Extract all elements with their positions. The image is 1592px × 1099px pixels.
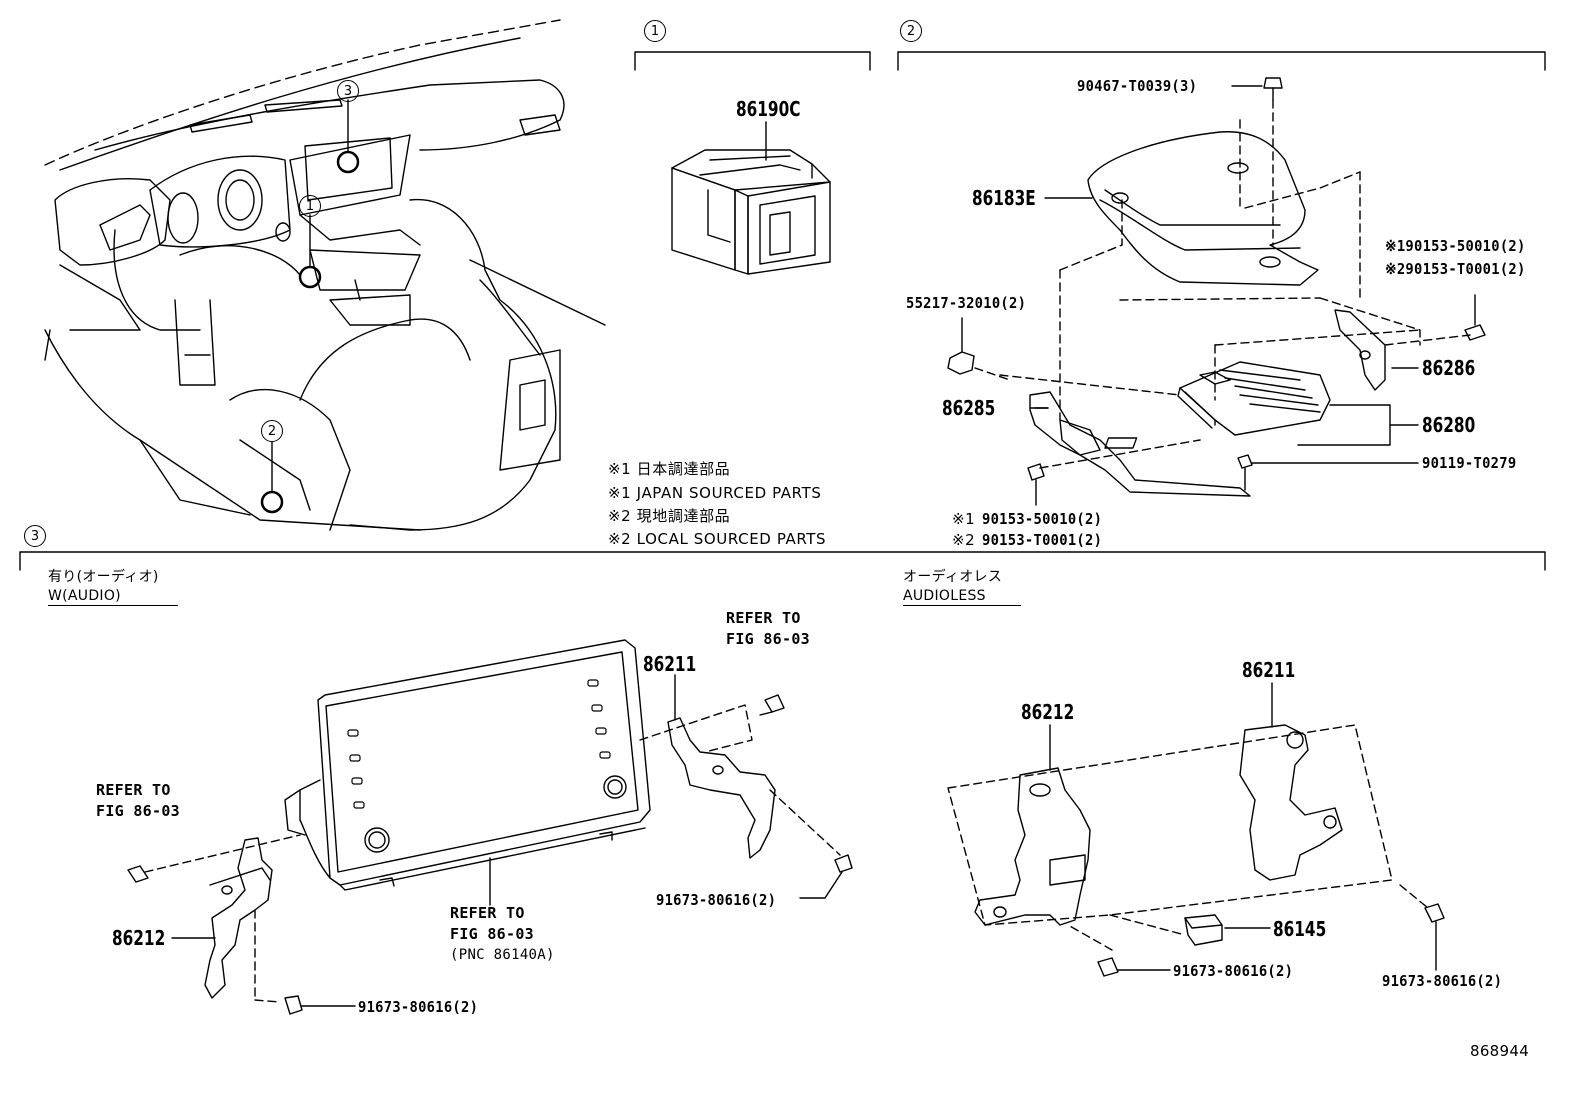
part-label-bolt-right-audioless: 91673-80616(2): [1382, 972, 1503, 990]
part-label-screw-right-1: ※190153-50010(2): [1385, 237, 1526, 255]
part-label-screw-small: 90119-T0279: [1422, 454, 1517, 472]
overview-callout-3: 3: [337, 80, 359, 102]
refer-left-line-2: FIG 86-03: [96, 802, 180, 820]
section-1-number: 1: [644, 20, 666, 42]
illustration-number: 868944: [1470, 1042, 1530, 1060]
part-label-86211-audioless: 86211: [1242, 658, 1296, 682]
part-label-cover: 86183E: [972, 186, 1036, 210]
module-assembly-illustration: [947, 77, 1486, 506]
part-label-86190C: 86190C: [736, 97, 801, 121]
part-label-bolt-left-audio: 91673-80616(2): [358, 998, 479, 1016]
section-3-frame: [19, 551, 1546, 571]
note-line-1: ※1 日本調達部品: [608, 460, 731, 478]
overview-callout-1: 1: [299, 195, 321, 217]
part-label-bolt-left-audioless: 91673-80616(2): [1173, 962, 1294, 980]
part-label-bolt-right-audio: 91673-80616(2): [656, 891, 777, 909]
audioless-bracket-assembly: [947, 682, 1445, 977]
refer-left-line-1: REFER TO: [96, 781, 171, 799]
part-label-bolt-top: 90467-T0039(3): [1077, 77, 1198, 95]
part-label-screw-bottom-2: 90153-T0001(2): [982, 531, 1103, 549]
refer-center-line-3: (PNC 86140A): [450, 947, 555, 963]
refer-top-line-1: REFER TO: [726, 609, 801, 627]
section-2-frame: [897, 51, 1546, 71]
note-line-3: ※2 現地調達部品: [608, 507, 731, 525]
heading-audioless-jp: オーディオレス: [903, 569, 1003, 585]
heading-audioless-en: AUDIOLESS: [903, 588, 1021, 606]
part-label-screw-right-2: ※290153-T0001(2): [1385, 260, 1526, 278]
part-label-screw-bottom-1: 90153-50010(2): [982, 510, 1103, 528]
refer-center-line-1: REFER TO: [450, 904, 525, 922]
part-label-86145: 86145: [1273, 917, 1327, 941]
part-label-86211-audio: 86211: [643, 652, 697, 676]
refer-center-line-2: FIG 86-03: [450, 925, 534, 943]
heading-audio-jp: 有り(オーディオ): [48, 569, 159, 585]
right-bracket-86211-audio: [639, 674, 853, 899]
switch-86190C-illustration: [671, 121, 831, 275]
part-label-86212-audio: 86212: [112, 926, 166, 950]
part-label-bracket-left: 86285: [942, 396, 996, 420]
part-mark-screw-bottom-1: ※1: [952, 510, 976, 528]
part-label-module: 86280: [1422, 413, 1476, 437]
part-label-bracket-right: 86286: [1422, 356, 1476, 380]
note-line-4: ※2 LOCAL SOURCED PARTS: [608, 530, 827, 548]
section-2-leader-lines: [1034, 85, 1419, 464]
part-label-86212-audioless: 86212: [1021, 700, 1075, 724]
refer-top-line-2: FIG 86-03: [726, 630, 810, 648]
dashboard-overview-illustration: [44, 19, 606, 531]
part-mark-screw-bottom-2: ※2: [952, 531, 976, 549]
heading-audio-en: W(AUDIO): [48, 588, 178, 606]
section-2-number: 2: [900, 20, 922, 42]
section-3-number: 3: [24, 525, 46, 547]
part-label-clip: 55217-32010(2): [906, 294, 1027, 312]
left-bracket-86212-audio: [127, 834, 356, 1015]
overview-callout-2: 2: [261, 420, 283, 442]
section-1-frame: [634, 51, 871, 71]
display-unit-illustration: [284, 639, 651, 906]
note-line-2: ※1 JAPAN SOURCED PARTS: [608, 484, 822, 502]
